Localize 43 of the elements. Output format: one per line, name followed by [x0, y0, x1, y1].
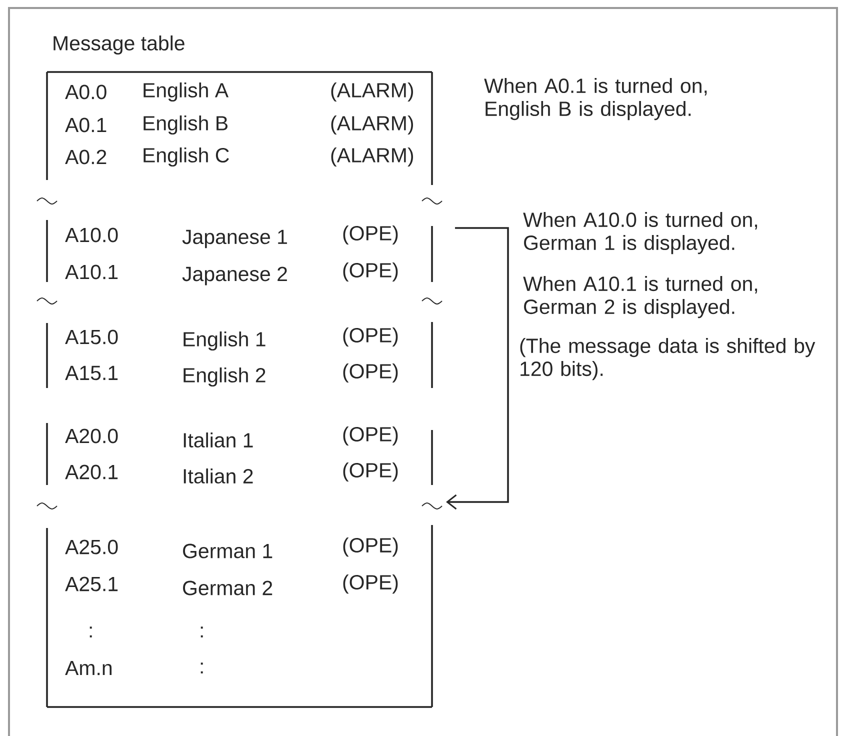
cell-text: A10.0 [65, 228, 118, 242]
cell-text: A20.0 [65, 428, 118, 444]
cell-text: A25.0 [65, 540, 118, 554]
cell-text: A15.0 [65, 330, 118, 344]
cell-text: (OPE) [343, 574, 398, 594]
cell-text: Japanese 2 [182, 266, 287, 286]
cell-text: German 2 [183, 580, 272, 596]
cell-text: (ALARM) [331, 82, 413, 102]
cell-text: Am.n [65, 660, 112, 676]
cell-text: (OPE) [343, 262, 398, 282]
cell-text: (OPE) [343, 537, 398, 557]
cell-text: (OPE) [343, 225, 398, 245]
cell-text: (OPE) [343, 363, 398, 383]
cell-text: German 1 [183, 544, 272, 558]
cell-text: : [90, 626, 92, 638]
cell-text: A25.1 [65, 576, 118, 592]
table-title: Message table [54, 35, 184, 55]
cell-text: English C [144, 147, 229, 167]
cell-text: A0.1 [65, 118, 106, 132]
cell-text: A10.1 [65, 264, 118, 280]
cell-text: English 2 [184, 367, 266, 387]
cell-text: (OPE) [343, 327, 398, 347]
cell-text: : [200, 626, 203, 638]
cell-text: Japanese 1 [182, 230, 287, 248]
cell-text: A20.1 [65, 464, 118, 480]
cell-text: (ALARM) [331, 115, 413, 135]
arrow [446, 227, 509, 510]
cell-text: English B [144, 115, 228, 135]
cell-text: (ALARM) [331, 147, 413, 167]
cell-text: Italian 2 [184, 468, 253, 484]
cell-text: (OPE) [343, 426, 398, 446]
cell-text: English 1 [184, 331, 266, 351]
cell-text: A0.0 [65, 84, 106, 100]
cell-text: A15.1 [65, 366, 118, 380]
note-text: When A10.1 is turned on, German 2 is displayed. [523, 276, 758, 318]
cell-text: Italian 1 [184, 432, 253, 448]
cell-text: A0.2 [65, 150, 106, 164]
cell-text: (OPE) [343, 462, 398, 482]
cell-text: : [200, 662, 203, 674]
note-text: (The message data is shifted by 120 bits). [520, 338, 816, 380]
cell-text: English A [144, 82, 229, 102]
note-text: When A0.1 is turned on, English B is displayed. [484, 78, 707, 120]
note-text: When A10.0 is turned on, German 1 is displayed. [523, 212, 758, 254]
